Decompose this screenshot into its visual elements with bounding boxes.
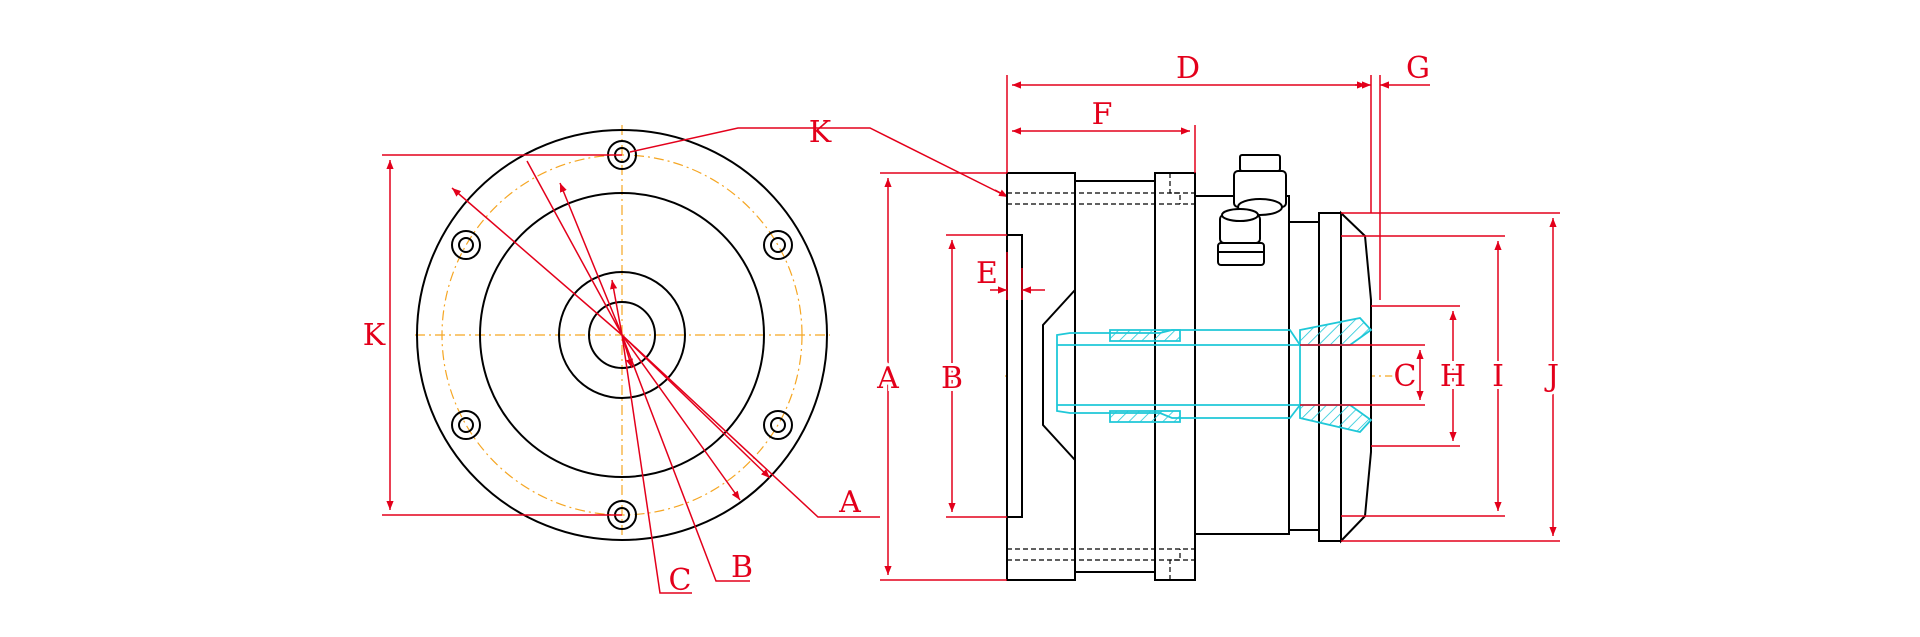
clamp-ring — [1154, 172, 1196, 581]
bolt-hole — [763, 230, 793, 260]
flange-recess — [1007, 234, 1023, 518]
nose-flange — [1318, 212, 1342, 542]
radial-leaders — [451, 160, 880, 594]
ring-body — [1074, 180, 1156, 573]
body-circle — [479, 192, 765, 478]
nose-cone — [1340, 210, 1372, 544]
bolt-hole — [451, 230, 481, 260]
label-c-side: C — [1394, 359, 1417, 394]
label-f: F — [1092, 97, 1113, 132]
label-c-front: C — [669, 563, 692, 598]
air-fitting — [1217, 154, 1287, 266]
outer-flange-circle — [416, 129, 828, 541]
front-view: K K A B C — [363, 115, 1011, 598]
bolt-hole — [451, 410, 481, 440]
label-a-front: A — [838, 485, 861, 520]
bolt-hole — [763, 410, 793, 440]
label-b-front: B — [731, 550, 753, 585]
side-dimensions — [880, 75, 1560, 581]
label-i: I — [1492, 359, 1504, 394]
bore-section — [1056, 317, 1373, 433]
side-view: A B E D F G C H I J — [873, 51, 1562, 581]
label-h: H — [1440, 359, 1466, 394]
label-k-top: K — [809, 115, 832, 150]
label-k-vertical: K — [363, 318, 386, 353]
label-a-side: A — [876, 361, 899, 396]
label-d: D — [1176, 51, 1200, 86]
hub-circle — [558, 271, 686, 399]
leader-k-top — [629, 127, 1011, 199]
inner-cone — [1042, 289, 1076, 461]
label-j: J — [1544, 359, 1559, 394]
neck — [1288, 221, 1320, 531]
hidden-bolt-lines — [1007, 173, 1195, 580]
label-b-side: B — [941, 361, 963, 396]
label-g: G — [1406, 51, 1430, 86]
bore-circle — [588, 301, 656, 369]
label-e: E — [976, 256, 998, 291]
dimension-k-vertical — [382, 154, 622, 516]
